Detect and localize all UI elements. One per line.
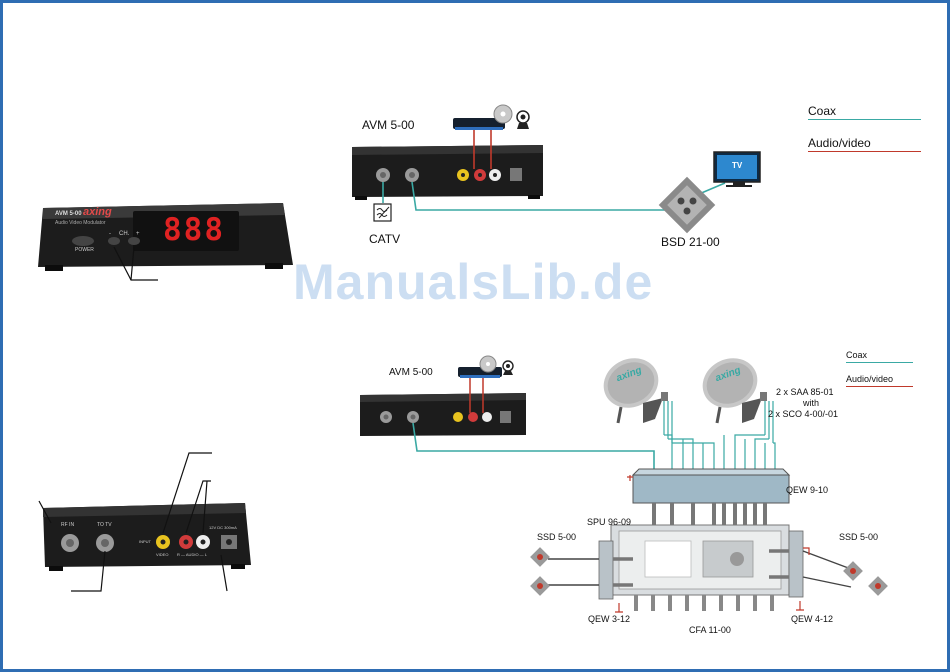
ch-minus-label: - bbox=[109, 231, 111, 237]
qew-9-10-label: QEW 9-10 bbox=[786, 485, 829, 495]
ssd-left-label: SSD 5-00 bbox=[537, 532, 577, 542]
ssd-outlet-right bbox=[843, 561, 888, 596]
lnb-label-line1: 2 x SAA 85-01 bbox=[776, 387, 834, 397]
avm-label-top: AVM 5-00 bbox=[362, 118, 415, 132]
dvd-player-icon bbox=[453, 118, 505, 129]
qew-4-12-label: QEW 4-12 bbox=[791, 614, 834, 624]
watermark: ManualsLib.de bbox=[293, 254, 654, 310]
satellite-dish-right bbox=[702, 358, 767, 424]
callout-line bbox=[185, 480, 211, 534]
front-foot-right bbox=[265, 263, 283, 269]
qew-4-12-block bbox=[788, 530, 804, 598]
avm-label-bottom: AVM 5-00 bbox=[389, 367, 433, 378]
ch-label: CH. bbox=[119, 231, 130, 237]
tv-label: TV bbox=[732, 161, 743, 170]
front-model: AVM 5-00 bbox=[55, 211, 82, 217]
lnb-label-line2: with bbox=[803, 398, 820, 408]
front-subtitle: Audio Video Modulator bbox=[55, 220, 106, 226]
input-label: INPUT bbox=[139, 539, 151, 544]
ch-minus-button[interactable] bbox=[108, 237, 120, 245]
to-tv-label: TO TV bbox=[97, 522, 112, 528]
ssd-right-label: SSD 5-00 bbox=[839, 532, 879, 542]
power-label: POWER bbox=[75, 247, 94, 253]
lnb-label-line3: 2 x SCO 4-00/-01 bbox=[768, 409, 839, 419]
bottom-diagram bbox=[360, 355, 888, 613]
video-label: VIDEO bbox=[156, 552, 169, 557]
back-foot-left bbox=[49, 566, 63, 571]
rf-in-label: RF IN bbox=[61, 522, 75, 528]
catv-icon bbox=[373, 203, 392, 222]
legend-av-label-2: Audio/video bbox=[846, 374, 894, 384]
callout-line bbox=[130, 246, 135, 281]
legend-coax-line bbox=[808, 119, 921, 120]
qew-3-12-label: QEW 3-12 bbox=[588, 614, 631, 624]
audio-label: R — AUDIO — L bbox=[177, 552, 208, 557]
front-foot-left bbox=[45, 265, 63, 271]
legend-coax-label: Coax bbox=[808, 104, 837, 118]
legend-av-line bbox=[808, 151, 921, 152]
callout-line bbox=[38, 500, 52, 524]
ssd-outlet-left bbox=[530, 547, 550, 596]
front-display bbox=[133, 211, 239, 251]
catv-label: CATV bbox=[369, 232, 401, 246]
legend-av-label: Audio/video bbox=[808, 136, 871, 150]
legend-coax-label-2: Coax bbox=[846, 350, 868, 360]
lnb-coax bbox=[764, 401, 774, 443]
qew-9-10-block bbox=[632, 474, 790, 504]
qew-3-12-block bbox=[598, 540, 614, 600]
spu-label: SPU 96-09 bbox=[587, 517, 632, 527]
dc-label: 12V DC 300mA bbox=[209, 525, 237, 530]
callout-line bbox=[162, 452, 212, 534]
avm-device-2 bbox=[360, 393, 526, 436]
back-foot-right bbox=[231, 564, 245, 569]
cfa-label: CFA 11-00 bbox=[689, 625, 731, 635]
ch-plus-button[interactable] bbox=[128, 237, 140, 245]
lnb-coax bbox=[663, 401, 673, 443]
callout-line bbox=[220, 554, 228, 592]
front-display-digits: 888 bbox=[163, 212, 225, 248]
satellite-dish-left bbox=[603, 358, 668, 424]
top-diagram bbox=[352, 104, 761, 234]
front-panel-device bbox=[38, 203, 293, 281]
coax-cable-multiswitch bbox=[412, 422, 655, 470]
ch-plus-label: + bbox=[136, 231, 140, 237]
diagram-canvas bbox=[38, 104, 888, 613]
legend-av-line-2 bbox=[846, 386, 913, 387]
power-button[interactable] bbox=[72, 236, 94, 246]
avm-device bbox=[352, 145, 543, 197]
back-panel-device bbox=[38, 452, 251, 592]
bsd-label: BSD 21-00 bbox=[661, 235, 720, 249]
front-brand-logo: axing bbox=[83, 206, 112, 218]
callout-line bbox=[71, 550, 106, 592]
legend-coax-line-2 bbox=[846, 362, 913, 363]
